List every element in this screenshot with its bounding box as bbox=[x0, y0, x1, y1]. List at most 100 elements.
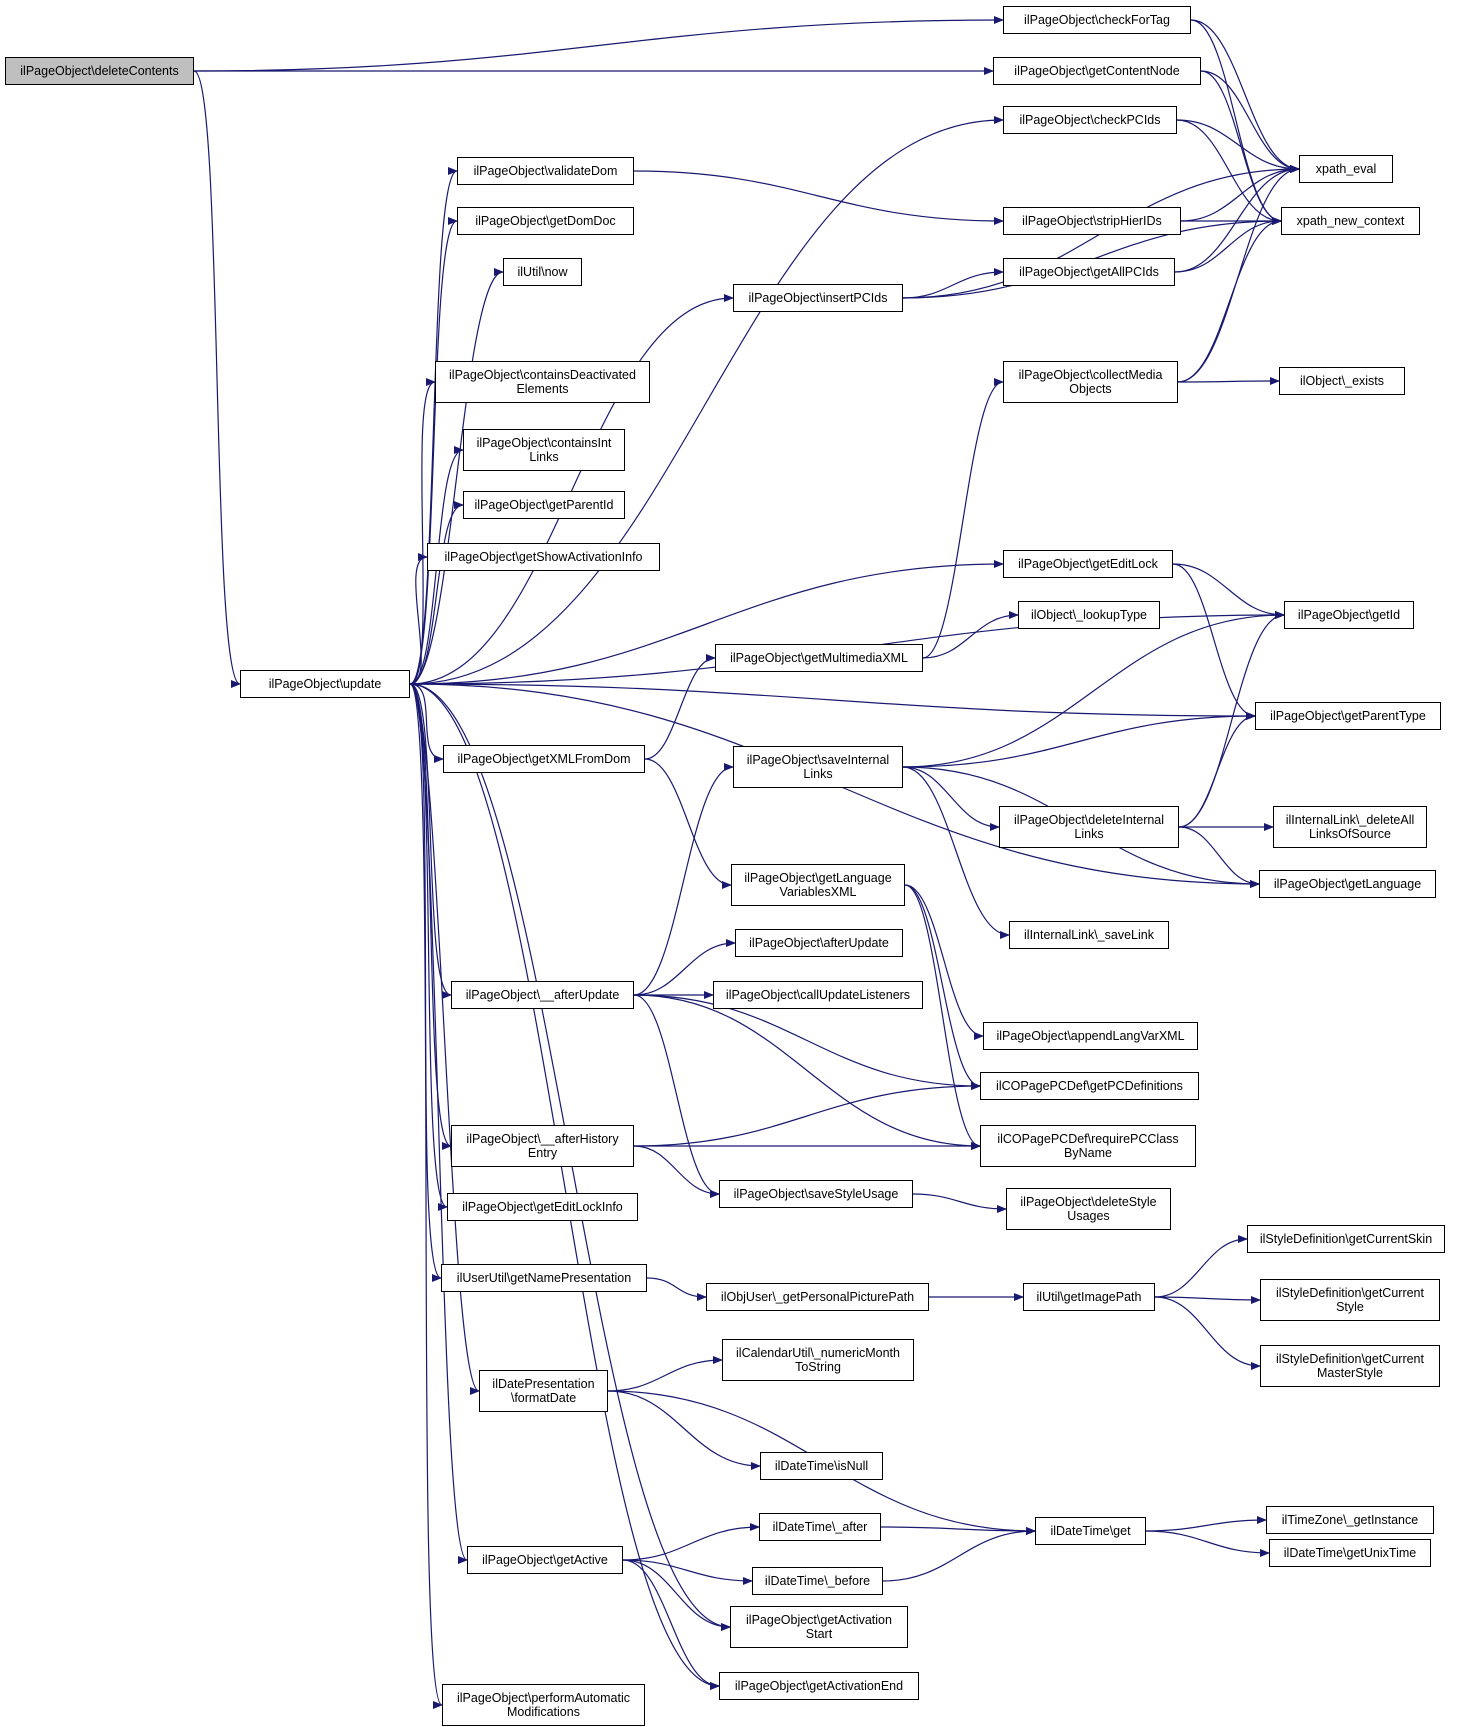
edge-getmultimediaxml-to-collectmedia bbox=[922, 378, 1004, 659]
node-update[interactable]: ilPageObject\update bbox=[240, 670, 410, 698]
edge-getlanguagevariablesxml-to-getpcdefinitions bbox=[904, 884, 981, 1090]
node-callupdatelisteners[interactable]: ilPageObject\callUpdateListeners bbox=[713, 981, 923, 1009]
node-label: ilPageObject\getParentType bbox=[1270, 709, 1426, 723]
edge-update-to-getshowactivationinfo bbox=[409, 553, 428, 685]
node-get[interactable]: ilDateTime\get bbox=[1035, 1517, 1146, 1545]
node-label: ilPageObject\callUpdateListeners bbox=[725, 988, 911, 1002]
node-xpath-new-context[interactable]: xpath_new_context bbox=[1281, 207, 1420, 235]
node-getpersonalpicturepath[interactable]: ilObjUser\_getPersonalPicturePath bbox=[706, 1283, 929, 1311]
edge-getlanguagevariablesxml-to-appendlangvarxml bbox=[904, 884, 984, 1040]
node-deletecontents[interactable]: ilPageObject\deleteContents bbox=[5, 57, 194, 85]
node-getnamepresentation[interactable]: ilUserUtil\getNamePresentation bbox=[441, 1264, 647, 1292]
node-performautomatic[interactable]: ilPageObject\performAutomatic Modificati… bbox=[442, 1684, 645, 1726]
node-geteditlockinfo[interactable]: ilPageObject\getEditLockInfo bbox=[447, 1193, 638, 1221]
node-lookuptype[interactable]: ilObject\_lookupType bbox=[1018, 601, 1160, 629]
node-saveinternallinks[interactable]: ilPageObject\saveInternal Links bbox=[733, 746, 903, 788]
node-containsint[interactable]: ilPageObject\containsInt Links bbox=[463, 429, 625, 471]
node-numericmonth[interactable]: ilCalendarUtil\_numericMonth ToString bbox=[722, 1339, 914, 1381]
edge-update-to-getactivationend bbox=[409, 683, 720, 1690]
node-label: ilPageObject\saveInternal Links bbox=[746, 753, 890, 781]
node-label: ilObject\_lookupType bbox=[1030, 608, 1148, 622]
node-label: ilPageObject\__afterUpdate bbox=[465, 988, 620, 1002]
node-collectmedia[interactable]: ilPageObject\collectMedia Objects bbox=[1003, 361, 1178, 403]
node-savestyleusage[interactable]: ilPageObject\saveStyleUsage bbox=[719, 1180, 913, 1208]
node-label: ilPageObject\appendLangVarXML bbox=[996, 1029, 1185, 1043]
node-getunixtime[interactable]: ilDateTime\getUnixTime bbox=[1269, 1539, 1431, 1567]
node-requirepcclass[interactable]: ilCOPagePCDef\requirePCClass ByName bbox=[980, 1125, 1196, 1167]
node-deletealllinks[interactable]: ilInternalLink\_deleteAll LinksOfSource bbox=[1273, 806, 1427, 848]
node-now[interactable]: ilUtil\now bbox=[503, 258, 582, 286]
node-getcontentnode[interactable]: ilPageObject\getContentNode bbox=[993, 57, 1201, 85]
node-getinstance[interactable]: ilTimeZone\_getInstance bbox=[1266, 1506, 1434, 1534]
node-getparentid[interactable]: ilPageObject\getParentId bbox=[463, 491, 625, 519]
node-label: ilUtil\getImagePath bbox=[1036, 1290, 1142, 1304]
edge-deletecontents-to-checkfortag bbox=[193, 16, 1004, 72]
node-getallpcids[interactable]: ilPageObject\getAllPCIds bbox=[1003, 258, 1175, 286]
edge-get-to-getinstance bbox=[1145, 1516, 1267, 1532]
node-getcurrentstyle[interactable]: ilStyleDefinition\getCurrent Style bbox=[1260, 1279, 1440, 1321]
edge-get-to-getunixtime bbox=[1145, 1530, 1270, 1557]
node-getcurrentmasterstyle[interactable]: ilStyleDefinition\getCurrent MasterStyle bbox=[1260, 1345, 1440, 1387]
node-label: ilObjUser\_getPersonalPicturePath bbox=[720, 1290, 915, 1304]
node-afterupdate[interactable]: ilPageObject\afterUpdate bbox=[735, 929, 903, 957]
edge-getactive-to-getactivationend bbox=[622, 1559, 720, 1690]
node-getid[interactable]: ilPageObject\getId bbox=[1284, 601, 1414, 629]
node-getdomdoc[interactable]: ilPageObject\getDomDoc bbox=[457, 207, 634, 235]
node-appendlangvarxml[interactable]: ilPageObject\appendLangVarXML bbox=[983, 1022, 1198, 1050]
node-afterupdate[interactable]: ilPageObject\__afterUpdate bbox=[451, 981, 634, 1009]
edge-afterhistoryentry-to-getpcdefinitions bbox=[633, 1082, 981, 1147]
edge-collectmedia-to-xpath-new-context bbox=[1177, 217, 1282, 383]
node-label: ilPageObject\afterUpdate bbox=[749, 936, 889, 950]
node-getactivationend[interactable]: ilPageObject\getActivationEnd bbox=[719, 1672, 919, 1700]
node-label: ilPageObject\getActivationEnd bbox=[734, 1679, 904, 1693]
node-formatdate[interactable]: ilDatePresentation \formatDate bbox=[479, 1370, 608, 1412]
node-validatedom[interactable]: ilPageObject\validateDom bbox=[457, 157, 634, 185]
node-label: ilPageObject\getActive bbox=[482, 1553, 608, 1567]
node-getactive[interactable]: ilPageObject\getActive bbox=[467, 1546, 623, 1574]
node-xpath-eval[interactable]: xpath_eval bbox=[1299, 155, 1393, 183]
node-label: ilUtil\now bbox=[517, 265, 568, 279]
node-afterhistoryentry[interactable]: ilPageObject\__afterHistory Entry bbox=[451, 1125, 634, 1167]
node-getshowactivationinfo[interactable]: ilPageObject\getShowActivationInfo bbox=[427, 543, 660, 571]
node-label: ilPageObject\getId bbox=[1297, 608, 1401, 622]
node-containsdeactivated[interactable]: ilPageObject\containsDeactivated Element… bbox=[435, 361, 650, 403]
node-getpcdefinitions[interactable]: ilCOPagePCDef\getPCDefinitions bbox=[980, 1072, 1199, 1100]
edge-insertpcids-to-getallpcids bbox=[902, 268, 1004, 299]
node-label: ilDateTime\_after bbox=[772, 1520, 868, 1534]
node-deleteinternallinks[interactable]: ilPageObject\deleteInternal Links bbox=[999, 806, 1179, 848]
node-getlanguage[interactable]: ilPageObject\getLanguage bbox=[1259, 870, 1436, 898]
node-label: ilObject\_exists bbox=[1299, 374, 1385, 388]
node-label: ilPageObject\deleteContents bbox=[20, 64, 179, 78]
node-label: ilStyleDefinition\getCurrent Style bbox=[1276, 1286, 1424, 1314]
node-getimagepath[interactable]: ilUtil\getImagePath bbox=[1023, 1283, 1155, 1311]
node-label: ilPageObject\getLanguage bbox=[1273, 877, 1422, 891]
node-after[interactable]: ilDateTime\_after bbox=[759, 1513, 881, 1541]
node-getcurrentskin[interactable]: ilStyleDefinition\getCurrentSkin bbox=[1247, 1225, 1445, 1253]
node-isnull[interactable]: ilDateTime\isNull bbox=[760, 1452, 883, 1480]
node-label: ilDateTime\get bbox=[1050, 1524, 1131, 1538]
node-getxmlfromdom[interactable]: ilPageObject\getXMLFromDom bbox=[443, 745, 645, 773]
node-insertpcids[interactable]: ilPageObject\insertPCIds bbox=[733, 284, 903, 312]
node-getparenttype[interactable]: ilPageObject\getParentType bbox=[1255, 702, 1441, 730]
node-getmultimediaxml[interactable]: ilPageObject\getMultimediaXML bbox=[715, 644, 923, 672]
node-label: ilPageObject\performAutomatic Modificati… bbox=[457, 1691, 630, 1719]
node-label: ilPageObject\stripHierIDs bbox=[1022, 214, 1162, 228]
edge-striphierids-to-xpath-eval bbox=[1180, 165, 1300, 222]
node-exists[interactable]: ilObject\_exists bbox=[1279, 367, 1405, 395]
node-geteditlock[interactable]: ilPageObject\getEditLock bbox=[1003, 550, 1173, 578]
edge-getlanguagevariablesxml-to-requirepcclass bbox=[904, 884, 981, 1150]
node-checkpcids[interactable]: ilPageObject\checkPCIds bbox=[1003, 106, 1177, 134]
node-striphierids[interactable]: ilPageObject\stripHierIDs bbox=[1003, 207, 1181, 235]
node-getactivationstart[interactable]: ilPageObject\getActivation Start bbox=[730, 1606, 908, 1648]
edge-getallpcids-to-xpath-eval bbox=[1174, 165, 1300, 273]
node-label: ilPageObject\getEditLock bbox=[1018, 557, 1158, 571]
node-getlanguagevariablesxml[interactable]: ilPageObject\getLanguage VariablesXML bbox=[731, 864, 905, 906]
node-before[interactable]: ilDateTime\_before bbox=[752, 1567, 883, 1595]
node-label: ilPageObject\containsDeactivated Element… bbox=[449, 368, 636, 396]
node-deletestyleusages[interactable]: ilPageObject\deleteStyle Usages bbox=[1006, 1188, 1171, 1230]
node-checkfortag[interactable]: ilPageObject\checkForTag bbox=[1003, 6, 1191, 34]
edge-deleteinternallinks-to-getparenttype bbox=[1178, 712, 1256, 828]
node-savelink[interactable]: ilInternalLink\_saveLink bbox=[1009, 921, 1169, 949]
edge-saveinternallinks-to-savelink bbox=[902, 766, 1010, 939]
edge-saveinternallinks-to-getid bbox=[902, 611, 1285, 768]
